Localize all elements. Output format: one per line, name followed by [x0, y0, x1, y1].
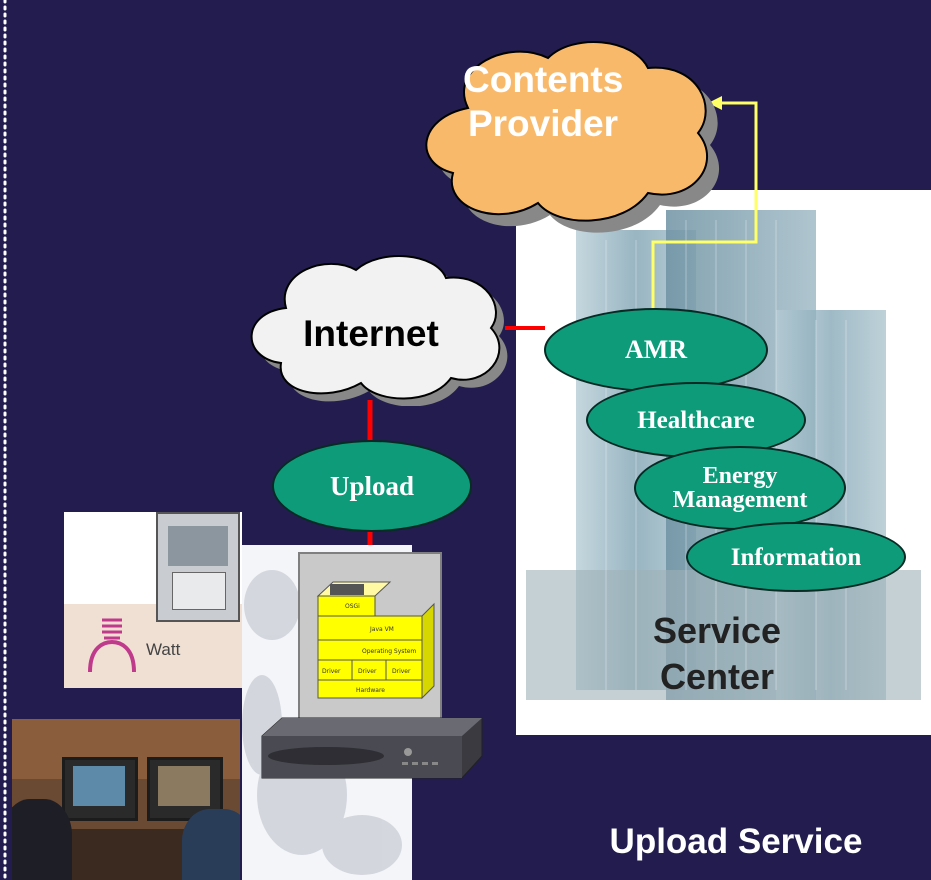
service-amr: AMR: [544, 308, 768, 392]
lightbulb-icon: [88, 618, 136, 673]
service-energy-management: Energy Management: [634, 446, 846, 530]
gateway-label-javavm: Java VM: [369, 626, 394, 633]
service-energy-management-label: Energy Management: [672, 463, 808, 513]
services-gateway-diagram: OSGi Java VM Operating System Driver Dri…: [298, 552, 442, 730]
gateway-label-driver-2: Driver: [358, 668, 377, 675]
service-healthcare-label: Healthcare: [637, 406, 755, 434]
service-center-label: Service Center: [652, 610, 782, 697]
upload-label: Upload: [329, 470, 415, 501]
service-information-label: Information: [730, 543, 862, 571]
meter-label: Watt: [146, 640, 181, 659]
set-top-box-image: [261, 717, 483, 779]
left-dotted-border: [3, 0, 7, 880]
service-information: Information: [686, 522, 906, 592]
video-conference-photo: [12, 719, 240, 880]
contents-provider-cloud: Contents Provider: [408, 28, 728, 233]
gateway-label-hardware: Hardware: [356, 687, 385, 694]
contents-provider-label: Contents Provider: [463, 59, 624, 144]
electricity-meter-image: [156, 512, 240, 622]
slide-title: Upload Service: [609, 822, 863, 861]
meter-panel: Watt: [64, 512, 242, 688]
video-screen-1: [62, 757, 138, 821]
internet-label: Internet: [303, 313, 439, 354]
contents-provider-arrowhead: [708, 96, 722, 110]
gateway-label-driver-1: Driver: [322, 668, 341, 675]
internet-cloud: Internet: [236, 248, 514, 407]
video-screen-2: [147, 757, 223, 821]
service-healthcare: Healthcare: [586, 382, 806, 458]
gateway-label-osgi: OSGi: [345, 603, 360, 610]
upload-ellipse: Upload: [272, 440, 472, 532]
contents-provider-link: [651, 101, 758, 312]
gateway-label-driver-3: Driver: [392, 668, 411, 675]
gateway-label-os: Operating System: [362, 648, 416, 655]
service-amr-label: AMR: [624, 335, 688, 364]
